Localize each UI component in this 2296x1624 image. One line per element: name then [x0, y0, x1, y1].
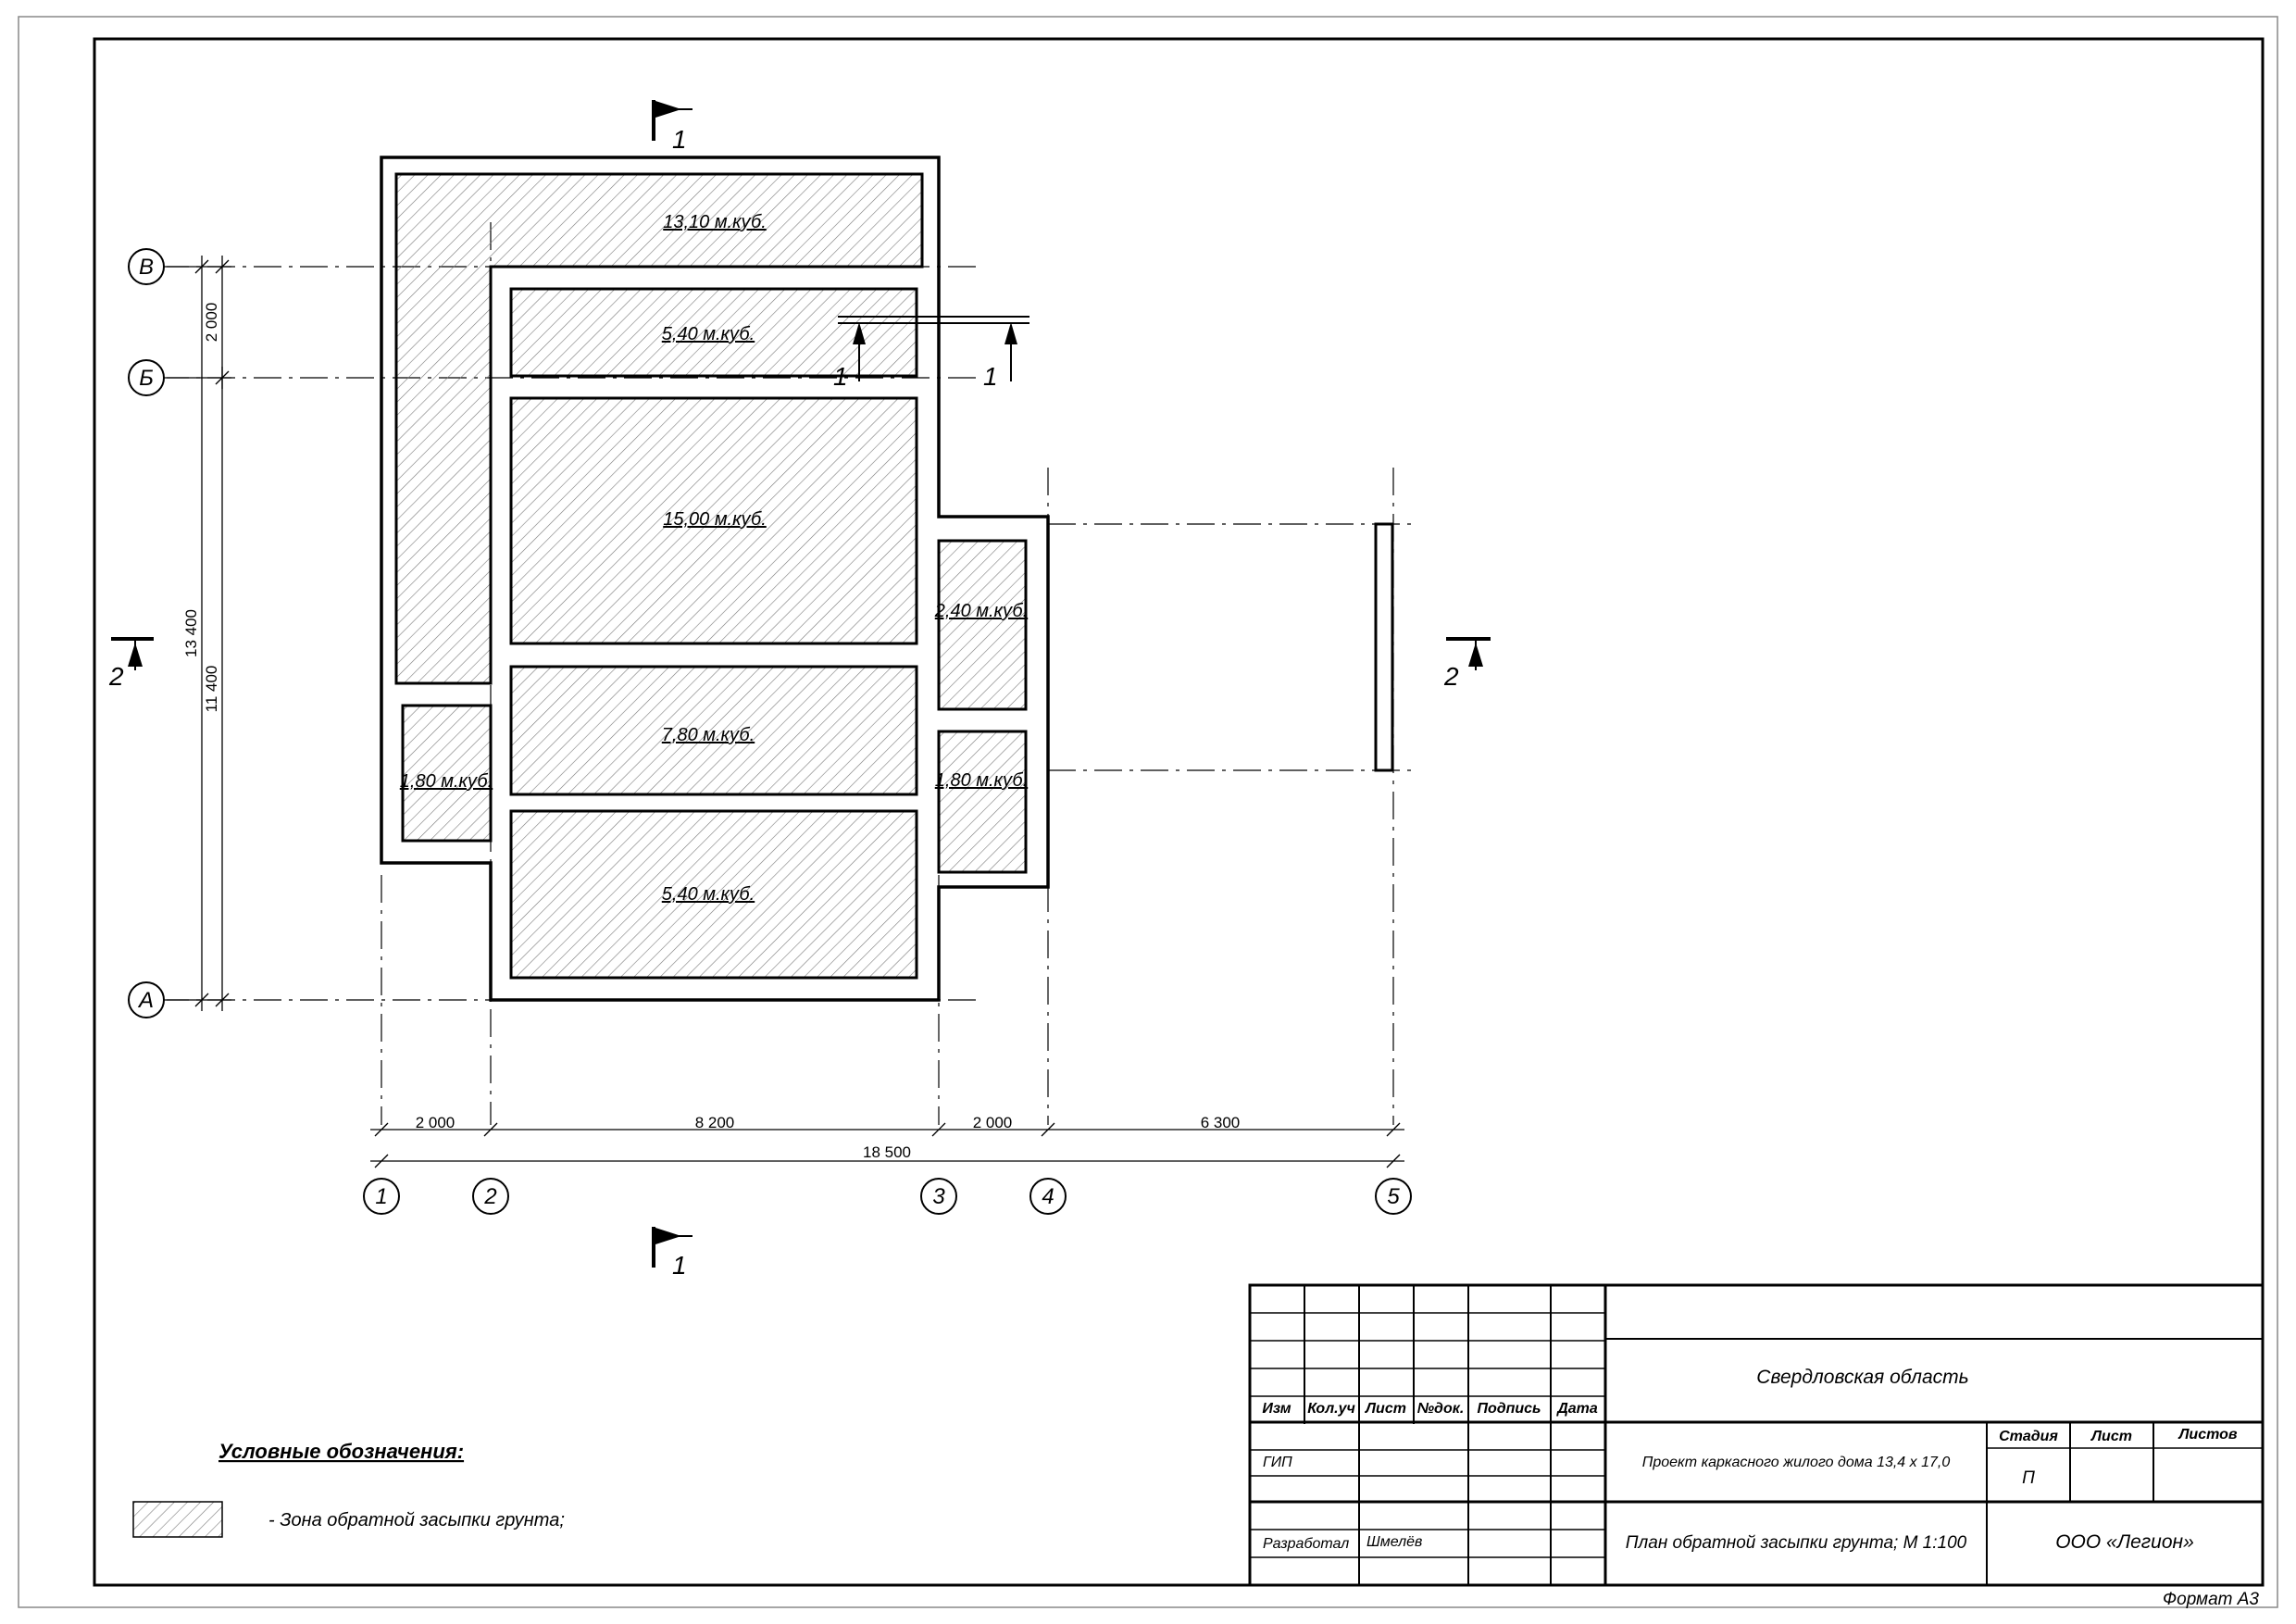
dim-vertical: 2 000 [203, 303, 220, 343]
zone-label: 5,40 м.куб. [662, 324, 755, 344]
legend-title: Условные обозначения: [218, 1440, 464, 1463]
section-arrow [853, 322, 866, 344]
legend-item: - Зона обратной засыпки грунта; [268, 1510, 565, 1530]
zone-label: 13,10 м.куб. [663, 212, 767, 232]
axis-markers-letter: В Б А [128, 248, 165, 1018]
dim-horizontal: 6 300 [1201, 1114, 1241, 1131]
section-arrow [1004, 322, 1017, 344]
fill-zone-2 [509, 287, 918, 378]
zone-label: 1,80 м.куб. [935, 770, 1028, 791]
fill-zone-5 [509, 809, 918, 980]
vertical-dimensions [167, 256, 231, 1011]
section-label: 1 [983, 362, 998, 391]
fill-zone-l-shape [394, 172, 924, 685]
section-marker-bottom: 1 [652, 1227, 693, 1280]
zone-label: 15,00 м.куб. [663, 509, 767, 530]
dim-vertical: 11 400 [203, 666, 220, 713]
outer-sheet-border [18, 16, 2278, 1608]
tb-developed: Разработал [1263, 1536, 1349, 1552]
dim-total: 18 500 [863, 1143, 911, 1161]
tb-header: №док. [1417, 1401, 1465, 1417]
section-label: 1 [833, 362, 848, 391]
tb-stage-value: П [2022, 1468, 2035, 1488]
tb-project: Проект каркасного жилого дома 13,4 х 17,… [1642, 1455, 1951, 1470]
tb-header: Изм [1262, 1401, 1291, 1417]
fill-zone-6 [401, 704, 493, 843]
tb-company: ООО «Легион» [2055, 1531, 2194, 1553]
axis-label: 2 [483, 1184, 496, 1209]
horizontal-dimensions [370, 1122, 1404, 1168]
tb-region: Свердловская область [1756, 1367, 1968, 1388]
tb-sheet-title: План обратной засыпки грунта; М 1:100 [1626, 1533, 1967, 1553]
section-label: 2 [108, 662, 124, 691]
zone-label: 1,80 м.куб. [400, 771, 493, 792]
section-label: 1 [672, 1251, 687, 1280]
dim-horizontal: 2 000 [973, 1114, 1013, 1131]
foundation-outline [380, 156, 1050, 1002]
zone-label: 5,40 м.куб. [662, 884, 755, 905]
axis-label: В [139, 255, 154, 280]
tb-header: Дата [1555, 1401, 1598, 1417]
legend-swatch [132, 1501, 223, 1538]
format-label: Формат А3 [2163, 1590, 2259, 1609]
fill-zone-3 [509, 396, 918, 645]
tb-header: Подпись [1477, 1401, 1541, 1417]
tb-header: Лист [1365, 1401, 1406, 1417]
axis-label: 5 [1387, 1184, 1400, 1209]
wall-element [1374, 522, 1394, 772]
dim-horizontal: 2 000 [416, 1114, 455, 1131]
section-marker-right: 2 [1443, 637, 1491, 691]
axis-markers-number: 1 2 3 4 5 [363, 1178, 1412, 1215]
title-block [1248, 1283, 2265, 1587]
tb-sheet-header: Лист [2090, 1429, 2132, 1444]
fill-zone-7 [937, 539, 1028, 711]
inner-section-line [838, 316, 1029, 381]
section-label: 2 [1443, 662, 1459, 691]
tb-sheets-header: Листов [2177, 1427, 2237, 1443]
zone-label: 2,40 м.куб. [934, 601, 1028, 621]
zone-labels: 13,10 м.куб. 5,40 м.куб. 15,00 м.куб. 7,… [400, 212, 1028, 905]
axis-label: А [137, 988, 154, 1013]
axis-label: 3 [932, 1184, 945, 1209]
fill-zone-4 [509, 665, 918, 796]
axis-label: 1 [375, 1184, 387, 1209]
axis-label: Б [139, 366, 154, 391]
tb-header: Кол.уч [1307, 1401, 1355, 1417]
frame-border [93, 37, 2265, 1587]
zone-label: 7,80 м.куб. [662, 725, 755, 745]
tb-author: Шмелёв [1366, 1534, 1422, 1550]
section-label: 1 [672, 125, 687, 154]
axis-label: 4 [1042, 1184, 1054, 1209]
fill-zone-8 [937, 730, 1028, 874]
dim-vertical: 13 400 [182, 609, 200, 657]
dim-horizontal: 8 200 [695, 1114, 735, 1131]
section-marker-top: 1 [652, 100, 693, 154]
tb-gip: ГИП [1263, 1455, 1292, 1470]
section-marker-left: 2 [108, 637, 154, 691]
tb-stage-header: Стадия [1999, 1429, 2058, 1444]
